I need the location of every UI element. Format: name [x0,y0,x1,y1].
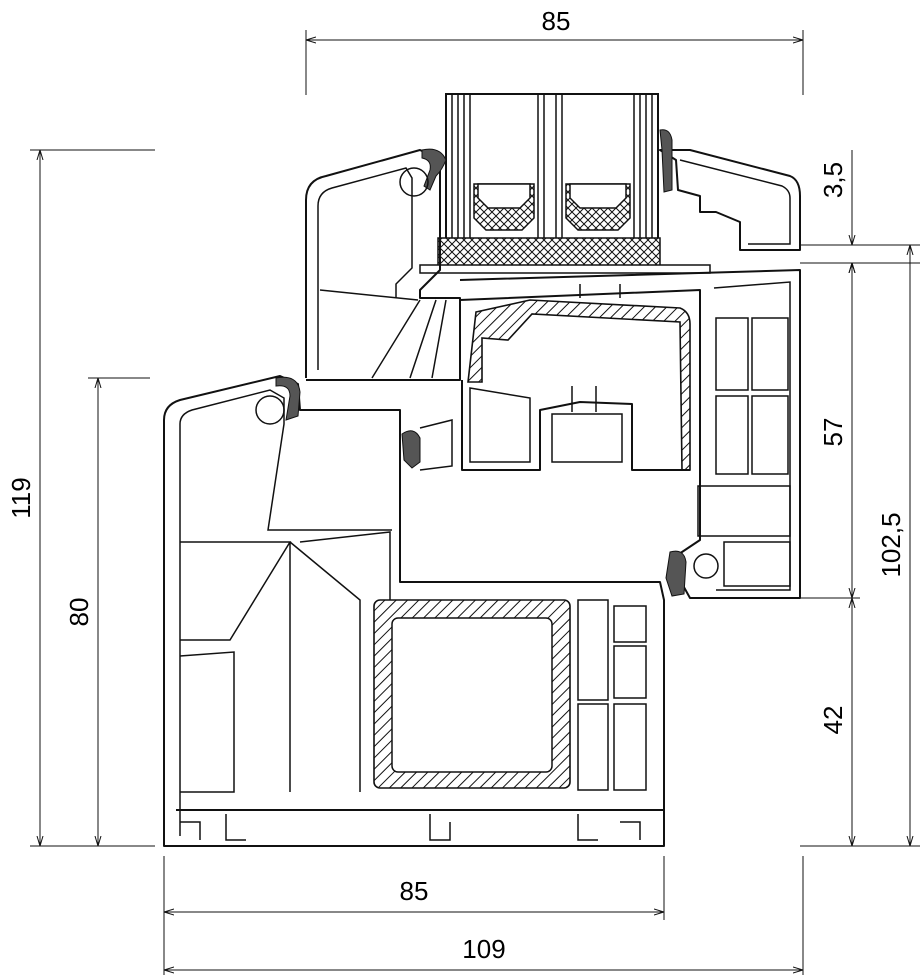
dimension-labels: 85 85 109 119 80 3,5 57 102,5 42 [6,6,906,964]
dim-right-frame-height: 42 [818,706,848,735]
dim-bottom-inner-width: 85 [400,876,429,906]
glazing-unit [419,93,711,274]
sash-profile [305,129,801,381]
dim-left-total-height: 119 [6,477,36,518]
dim-right-glass-height: 57 [818,418,848,447]
dim-top-width: 85 [542,6,571,36]
sash-mid-section [459,269,801,599]
dim-bottom-total-width: 109 [462,934,505,964]
dim-right-sash-height: 102,5 [876,512,906,577]
dim-left-frame-height: 80 [64,598,94,627]
dimension-lines [30,30,920,975]
frame-profile [163,375,719,847]
dim-right-top-offset: 3,5 [818,162,848,198]
